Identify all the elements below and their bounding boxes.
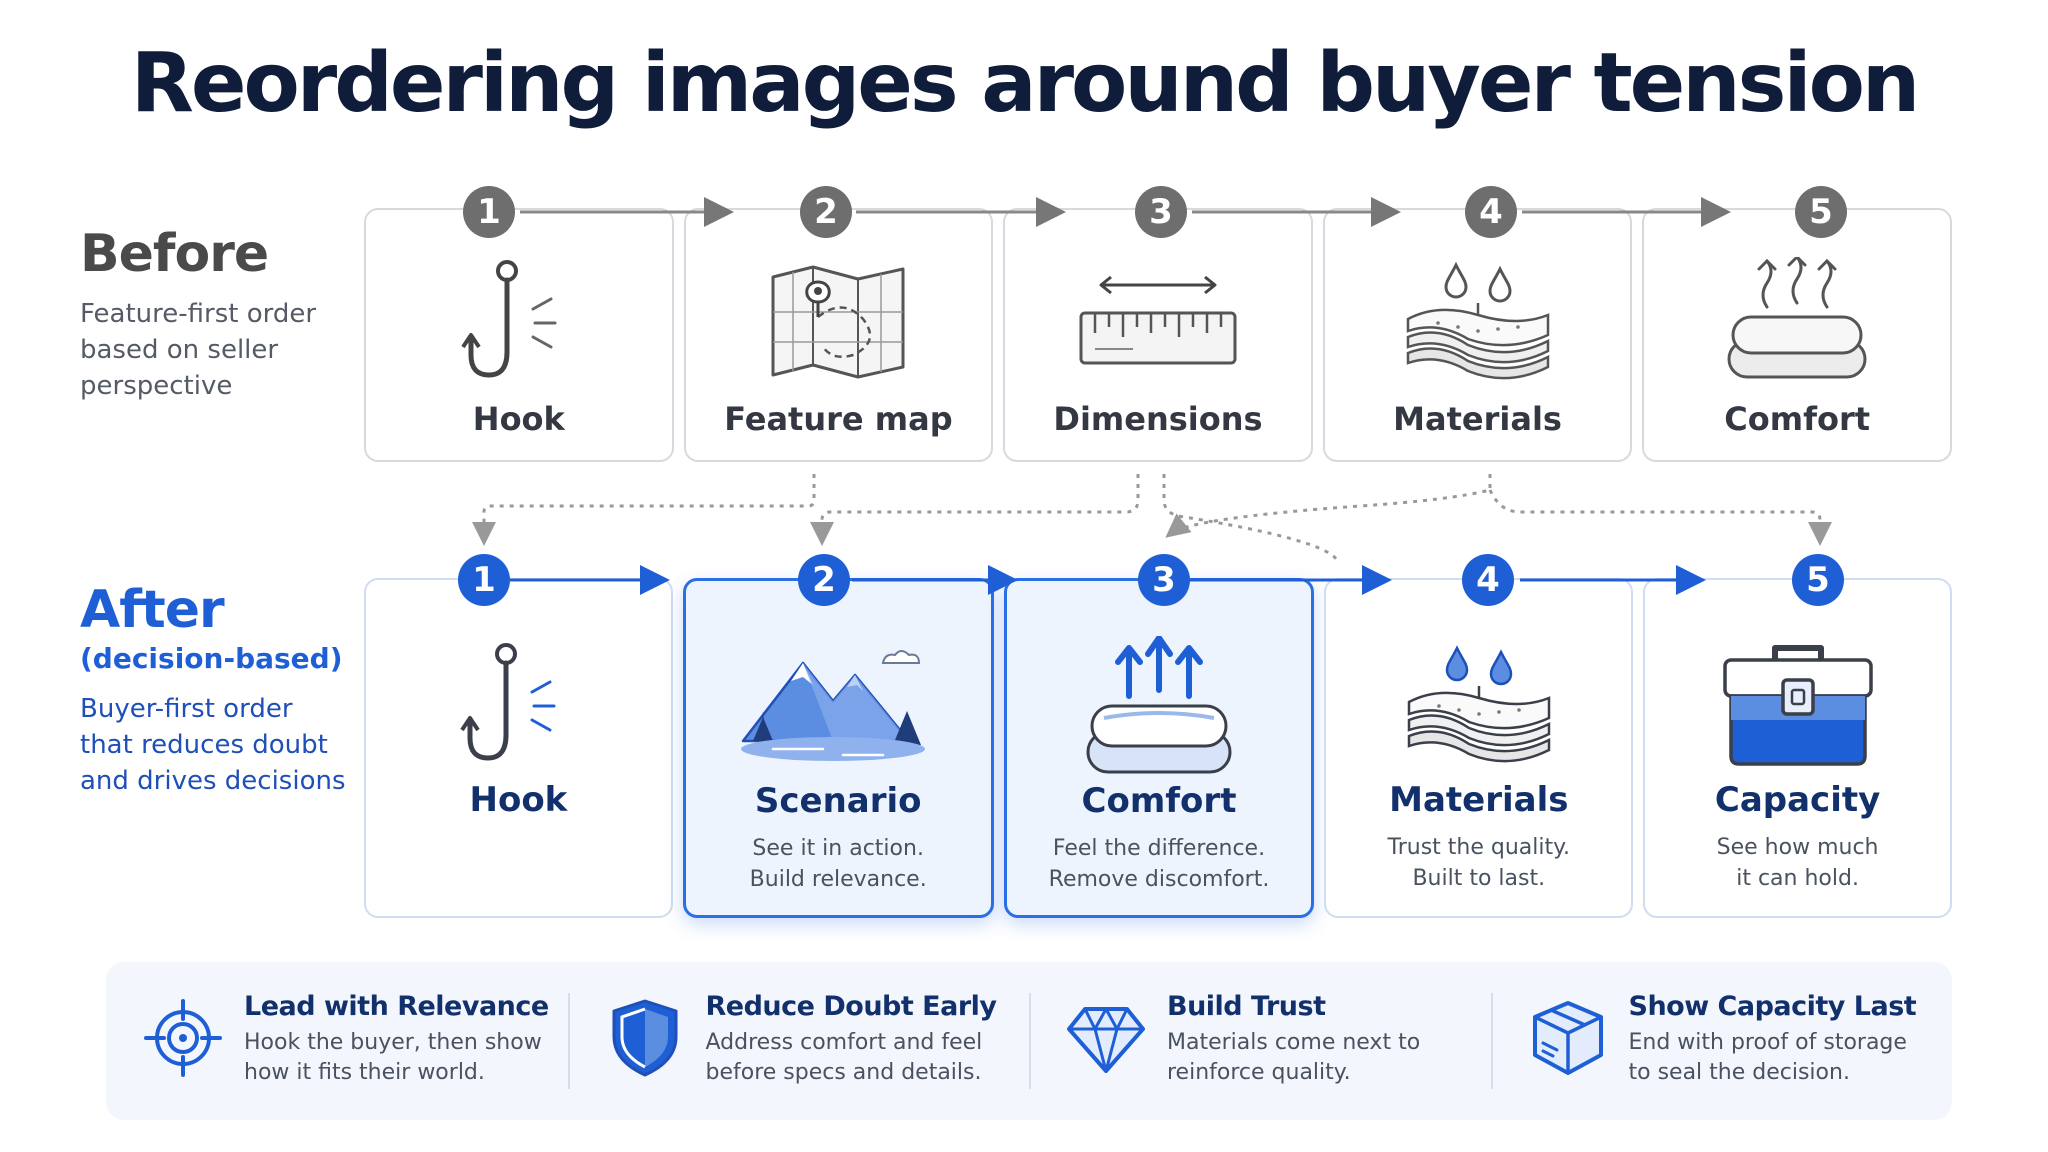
cushion-icon xyxy=(1086,636,1232,774)
fabric-layers-icon xyxy=(1407,645,1551,763)
mountain-scene-icon xyxy=(741,650,926,761)
before-step-number-5: 5 xyxy=(1795,186,1847,238)
before-step-label-4: Materials xyxy=(1393,400,1562,438)
after-step-label-3: Comfort xyxy=(1081,781,1237,821)
reorder-dotted-connectors xyxy=(472,474,1832,563)
before-step-number-4: 4 xyxy=(1465,186,1517,238)
after-step-desc-4: Trust the quality.Built to last. xyxy=(1387,835,1571,891)
before-description: Feature-first order based on seller pers… xyxy=(80,299,317,401)
tips-panel: Lead with Relevance Hook the buyer, then… xyxy=(106,962,1952,1120)
before-step-card-1: Hook xyxy=(364,208,674,462)
after-step-card-4: Materials Trust the quality.Built to las… xyxy=(1324,578,1634,918)
before-heading: Before xyxy=(80,224,269,284)
ruler-icon xyxy=(1079,275,1237,365)
before-step-card-4: Materials xyxy=(1322,208,1633,462)
after-step-label-2: Scenario xyxy=(754,781,922,821)
shield-icon xyxy=(612,999,677,1077)
after-step-card-3: Comfort Feel the difference.Remove disco… xyxy=(1003,578,1315,918)
before-step-number-2: 2 xyxy=(800,186,852,238)
tip-reduce-doubt-early: Reduce Doubt Early Address comfort and f… xyxy=(567,991,1030,1091)
after-step-number-2: 2 xyxy=(798,554,850,606)
tip-lead-with-relevance: Lead with Relevance Hook the buyer, then… xyxy=(106,991,568,1091)
before-section-header: Before Feature-first order based on sell… xyxy=(80,224,320,404)
hook-icon xyxy=(460,643,556,761)
before-steps-row: Hook Feature map Dimensions Materials Co… xyxy=(364,208,1952,462)
after-step-number-4: 4 xyxy=(1462,554,1514,606)
tip-show-capacity-last: Show Capacity Last End with proof of sto… xyxy=(1490,991,1953,1091)
before-step-card-5: Comfort xyxy=(1642,208,1952,462)
before-step-card-3: Dimensions xyxy=(1003,208,1313,462)
after-section-header: After (decision-based) Buyer-first order… xyxy=(80,580,350,799)
before-step-label-2: Feature map xyxy=(724,400,953,438)
before-step-label-5: Comfort xyxy=(1724,400,1871,438)
fabric-layers-icon xyxy=(1406,261,1549,380)
before-step-number-3: 3 xyxy=(1135,186,1187,238)
tip-title: Lead with Relevance xyxy=(244,991,549,1022)
after-steps-row: Hook Scenario See it in action.Build rel… xyxy=(364,578,1952,918)
after-step-label-5: Capacity xyxy=(1714,780,1881,820)
box-icon xyxy=(1532,1001,1603,1075)
cushion-icon xyxy=(1727,257,1867,379)
after-step-desc-2: See it in action.Build relevance. xyxy=(749,836,927,892)
target-icon xyxy=(144,999,222,1077)
hook-icon xyxy=(461,260,557,378)
after-step-number-3: 3 xyxy=(1138,554,1190,606)
after-step-number-5: 5 xyxy=(1792,554,1844,606)
after-step-card-1: Hook xyxy=(364,578,673,918)
before-step-card-2: Feature map xyxy=(683,208,994,462)
before-step-label-1: Hook xyxy=(472,400,565,438)
after-subheading: (decision-based) xyxy=(80,642,343,675)
before-step-label-3: Dimensions xyxy=(1053,400,1263,438)
before-step-number-1: 1 xyxy=(463,186,515,238)
tip-title: Reduce Doubt Early xyxy=(705,991,998,1022)
storage-box-icon xyxy=(1722,645,1873,766)
after-step-label-1: Hook xyxy=(469,780,568,820)
tip-title: Build Trust xyxy=(1167,991,1326,1022)
page-title: Reordering images around buyer tension xyxy=(130,36,1921,131)
after-step-desc-3: Feel the difference.Remove discomfort. xyxy=(1048,836,1270,892)
tip-title: Show Capacity Last xyxy=(1628,991,1917,1022)
diamond-icon xyxy=(1067,1007,1145,1073)
after-step-card-2: Scenario See it in action.Build relevanc… xyxy=(682,578,994,918)
map-icon xyxy=(771,265,905,379)
after-step-number-1: 1 xyxy=(458,554,510,606)
after-description: Buyer-first order that reduces doubt and… xyxy=(80,694,346,796)
after-step-label-4: Materials xyxy=(1389,780,1569,820)
after-heading: After xyxy=(80,580,225,640)
